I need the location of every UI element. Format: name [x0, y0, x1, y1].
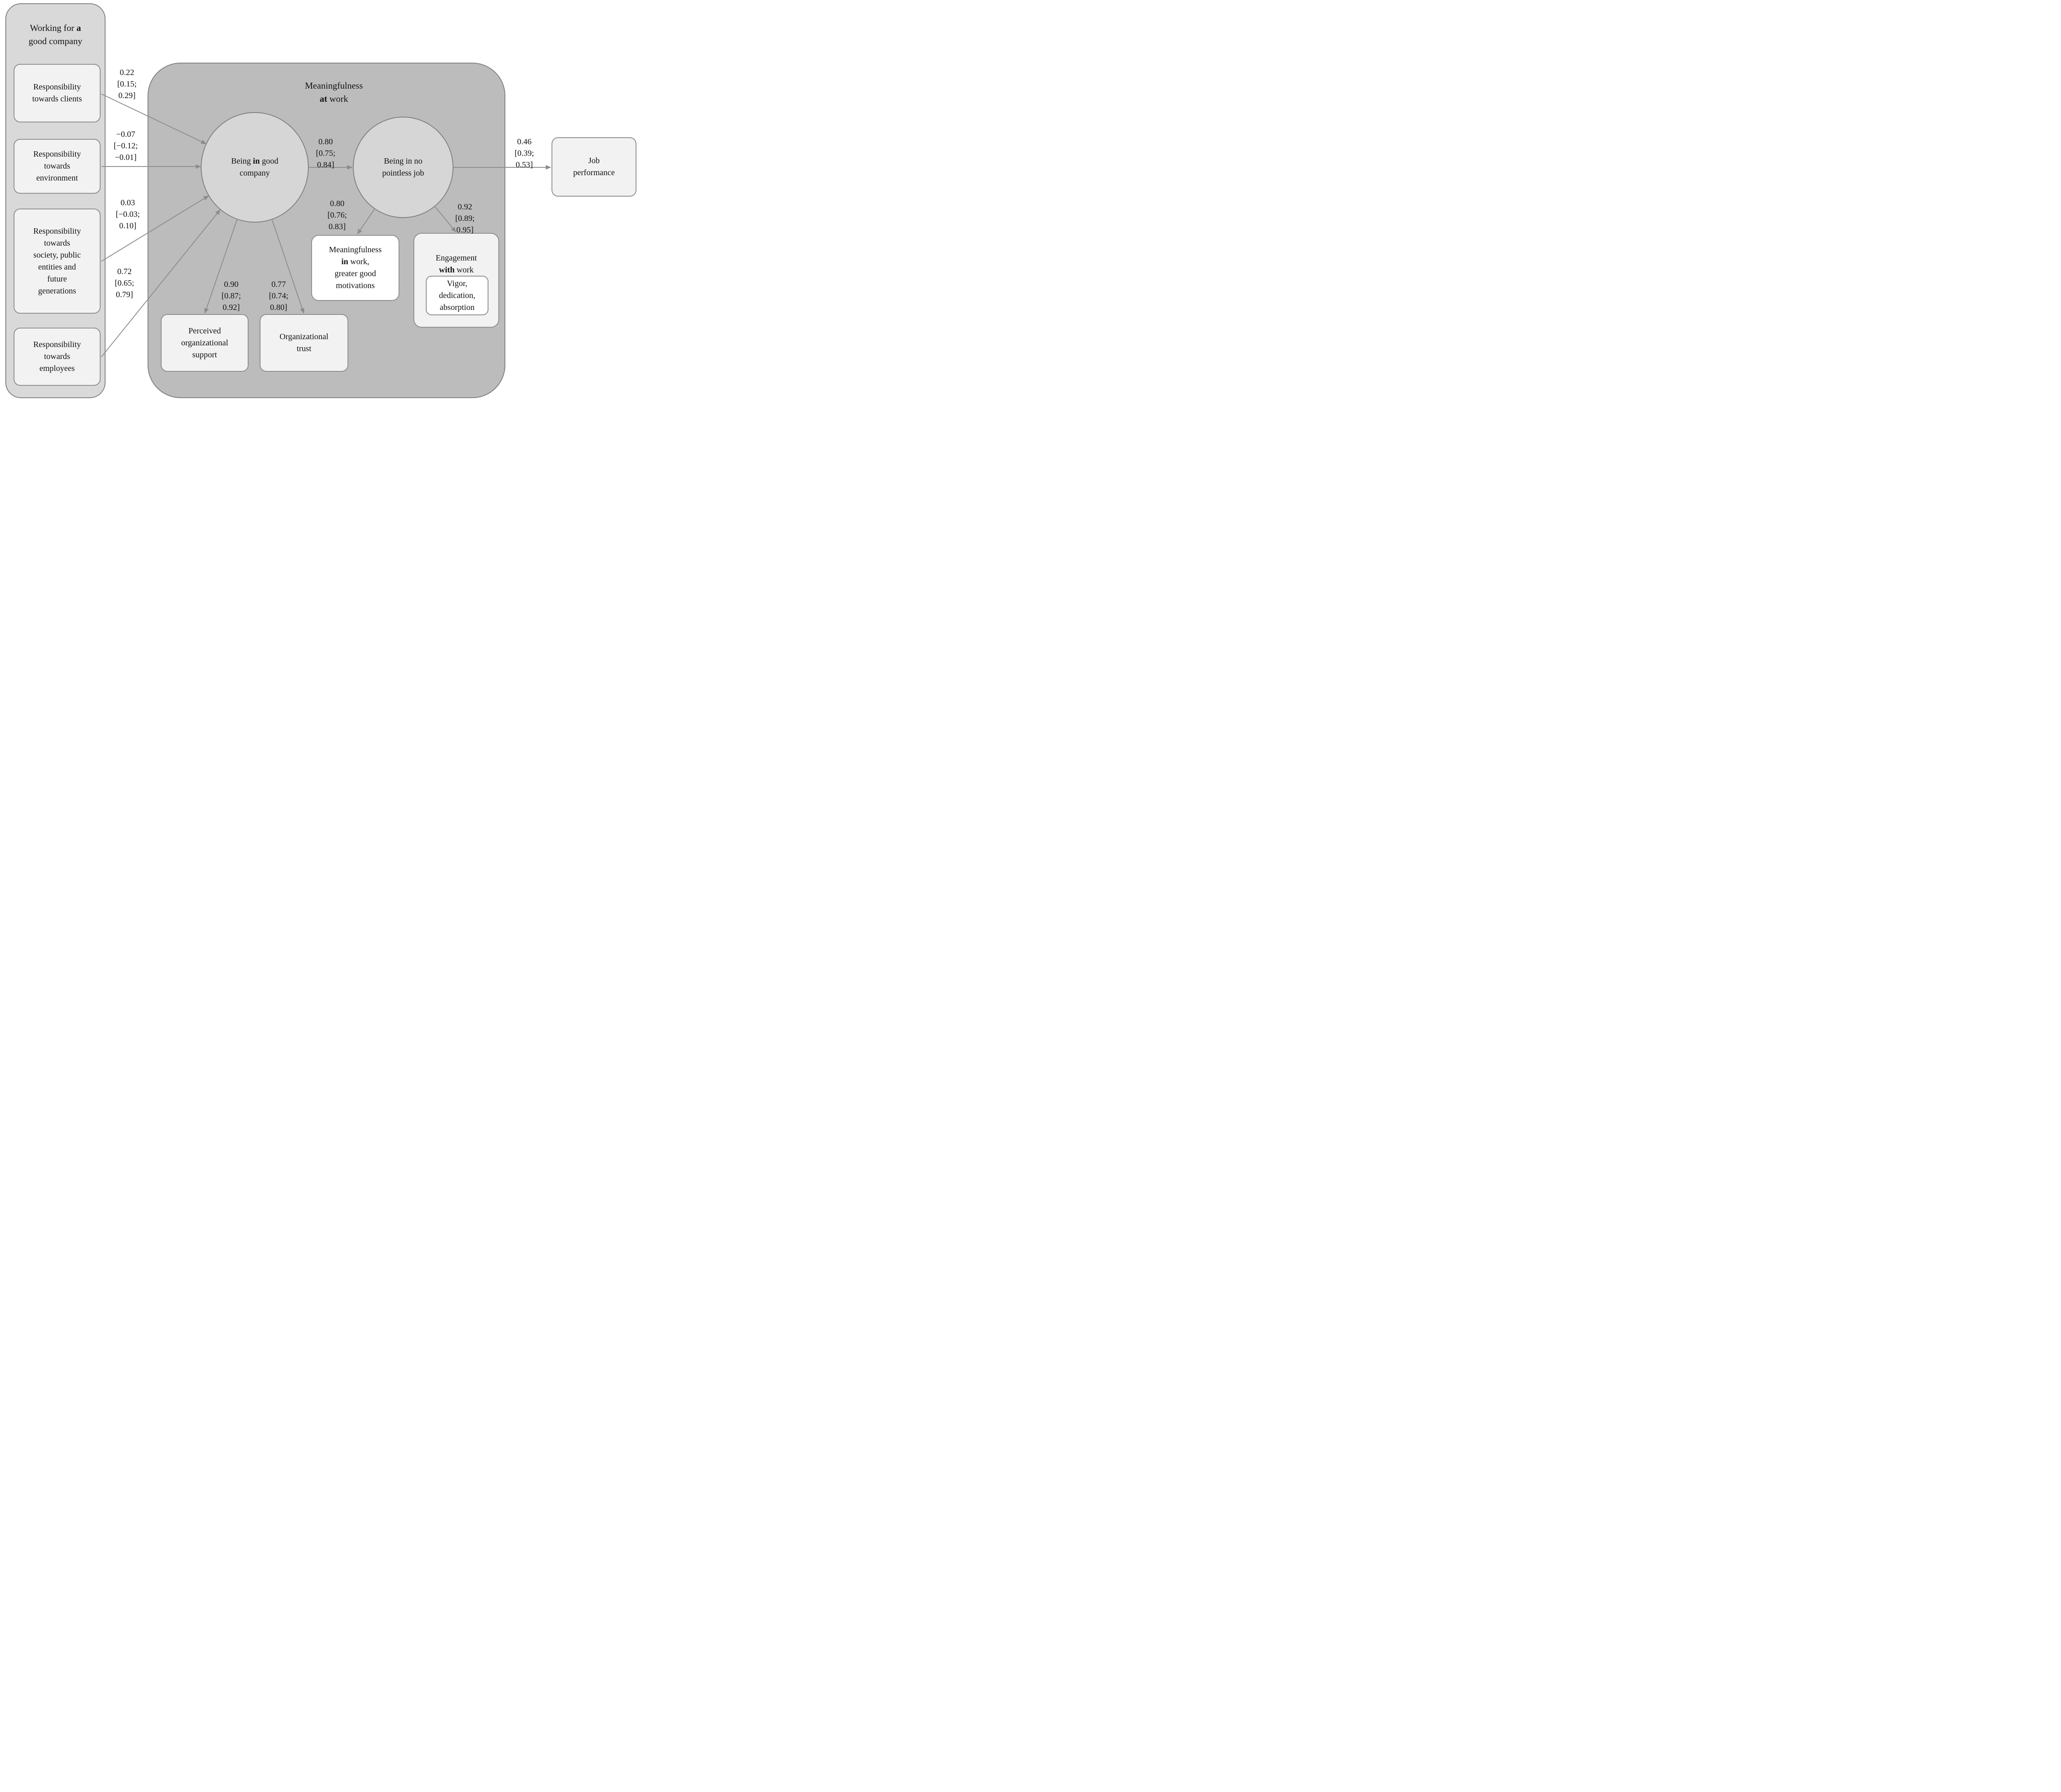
- coef-company-to-pointless: 0.80 [0.75; 0.84]: [316, 137, 336, 169]
- arrow-pointless-to-engagement: [435, 206, 456, 232]
- coef-company-to-perceived-support: 0.90 [0.87; 0.92]: [221, 280, 241, 312]
- arrow-company-to-organizational-trust: [272, 219, 305, 314]
- node-meaningfulness-in-work: Meaningfulness in work, greater good mot…: [311, 235, 399, 301]
- node-responsibility-towards-clients: Responsibility towards clients: [14, 64, 101, 122]
- path-arrows-layer: [101, 94, 551, 357]
- node-vigor-dedication-absorption: Vigor, dedication, absorption: [426, 276, 488, 315]
- coef-company-to-organizational-trust: 0.77 [0.74; 0.80]: [269, 280, 289, 312]
- engagement-with-work-label: Engagement with work: [436, 253, 477, 274]
- working-for-good-company-title: Working for a good company: [28, 23, 82, 46]
- arrow-society-to-company: [101, 195, 209, 262]
- node-responsibility-towards-employees: Responsibility towards employees: [14, 328, 101, 386]
- coef-pointless-to-job-performance: 0.46 [0.39; 0.53]: [514, 137, 534, 169]
- coef-pointless-to-engagement: 0.92 [0.89; 0.95]: [455, 202, 475, 235]
- latent-being-in-good-company: Being in good company: [201, 112, 309, 223]
- node-job-performance: Job performance: [552, 137, 636, 197]
- latent-being-in-no-pointless-job: Being in no pointless job: [353, 117, 453, 218]
- arrow-pointless-to-meaningfulness-in-work: [357, 209, 375, 235]
- node-perceived-organizational-support: Perceived organizational support: [161, 314, 249, 372]
- sem-path-diagram: Working for a good company Meaningfulnes…: [0, 0, 638, 405]
- coef-environment-to-company: −0.07 [−0.12; −0.01]: [113, 130, 138, 162]
- arrow-employees-to-company: [101, 209, 221, 357]
- node-responsibility-towards-environment: Responsibility towards environment: [14, 139, 101, 194]
- node-responsibility-towards-society: Responsibility towards society, public e…: [14, 209, 101, 314]
- node-engagement-with-work: Engagement with work Vigor, dedication, …: [413, 233, 499, 328]
- coef-clients-to-company: 0.22 [0.15; 0.29]: [117, 68, 137, 100]
- arrow-clients-to-company: [101, 94, 207, 144]
- coef-pointless-to-meaningfulness-in-work: 0.80 [0.76; 0.83]: [327, 199, 347, 231]
- arrow-company-to-perceived-support: [204, 219, 237, 314]
- meaningfulness-at-work-title: Meaningfulness at work: [305, 80, 363, 104]
- coef-society-to-company: 0.03 [−0.03; 0.10]: [115, 198, 140, 230]
- node-organizational-trust: Organizational trust: [260, 314, 348, 372]
- coef-employees-to-company: 0.72 [0.65; 0.79]: [115, 267, 134, 299]
